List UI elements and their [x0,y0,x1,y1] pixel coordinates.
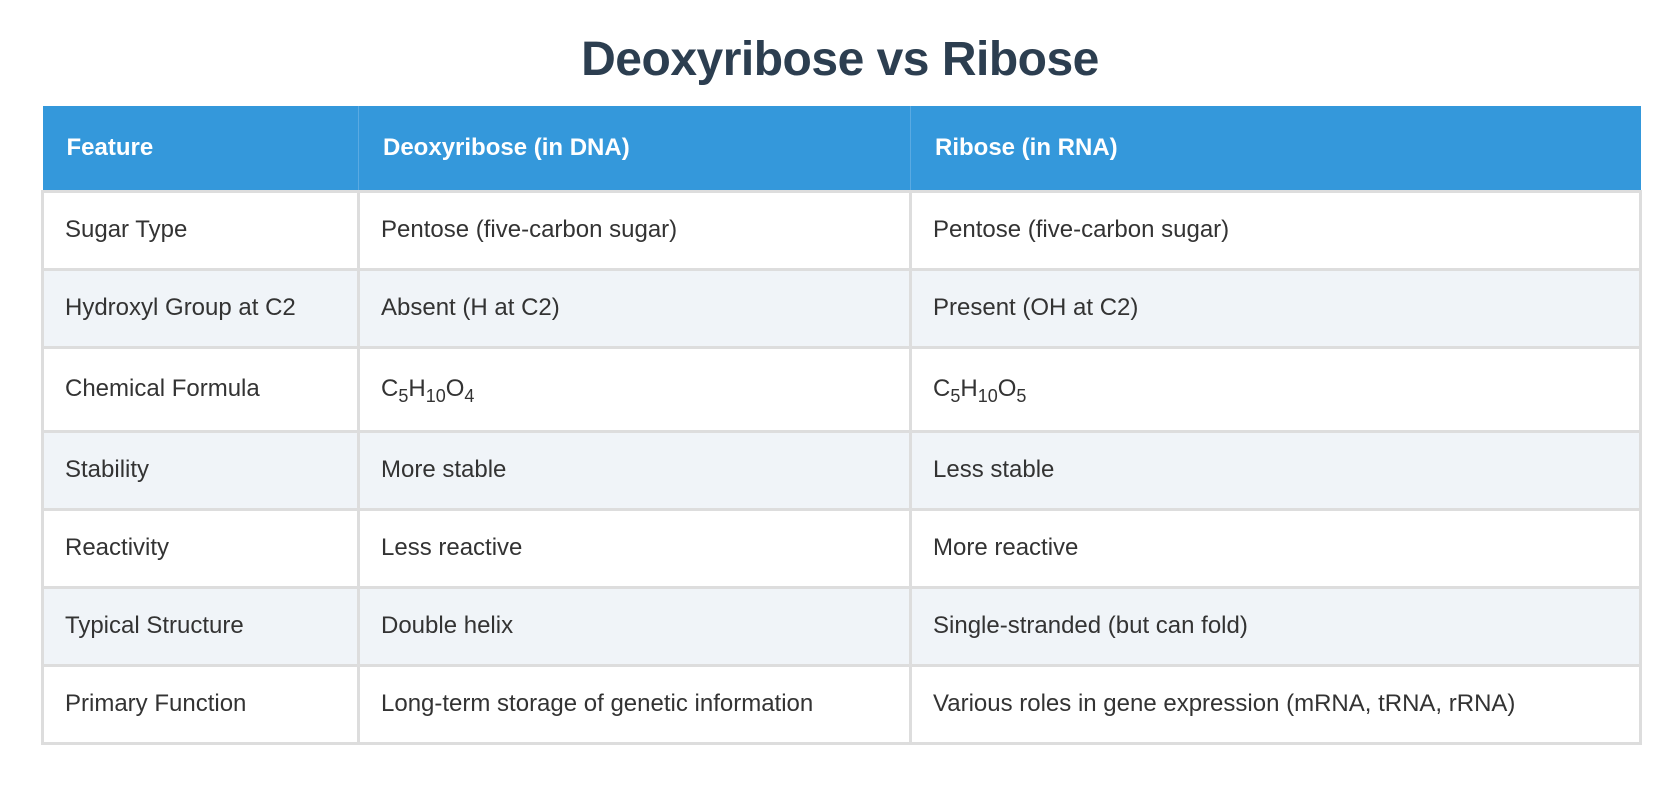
comparison-table: Feature Deoxyribose (in DNA) Ribose (in … [41,106,1642,745]
cell-ribose: Present (OH at C2) [909,267,1642,349]
header-row: Feature Deoxyribose (in DNA) Ribose (in … [42,106,1641,191]
table-row-stability: Stability More stable Less stable [41,429,1642,511]
table-row-chemical-formula: Chemical Formula C5H10O4 C5H10O5 [41,345,1642,433]
cell-feature: Primary Function [41,663,360,745]
cell-ribose: Pentose (five-carbon sugar) [909,189,1642,271]
cell-feature: Sugar Type [41,189,360,271]
table-row-hydroxyl-group: Hydroxyl Group at C2 Absent (H at C2) Pr… [41,267,1642,349]
table-row-sugar-type: Sugar Type Pentose (five-carbon sugar) P… [41,189,1642,271]
subscript: 4 [464,386,475,406]
cell-feature: Reactivity [41,507,360,589]
cell-deoxyribose: Less reactive [357,507,912,589]
table-row-primary-function: Primary Function Long-term storage of ge… [41,663,1642,745]
subscript: 5 [1016,386,1027,406]
subscript: 10 [425,386,446,406]
table-row-typical-structure: Typical Structure Double helix Single-st… [41,585,1642,667]
cell-ribose: More reactive [909,507,1642,589]
cell-deoxyribose: Pentose (five-carbon sugar) [357,189,912,271]
cell-feature: Chemical Formula [41,345,360,433]
table-row-reactivity: Reactivity Less reactive More reactive [41,507,1642,589]
cell-ribose-formula: C5H10O5 [909,345,1642,433]
cell-ribose: Less stable [909,429,1642,511]
cell-feature: Typical Structure [41,585,360,667]
cell-deoxyribose: Long-term storage of genetic information [357,663,912,745]
page-title: Deoxyribose vs Ribose [581,33,1099,86]
cell-deoxyribose: More stable [357,429,912,511]
header-feature: Feature [42,106,359,191]
subscript: 5 [398,386,409,406]
cell-deoxyribose: Absent (H at C2) [357,267,912,349]
cell-ribose: Various roles in gene expression (mRNA, … [909,663,1642,745]
table-body: Sugar Type Pentose (five-carbon sugar) P… [41,189,1642,745]
subscript: 10 [977,386,998,406]
cell-deoxyribose-formula: C5H10O4 [357,345,912,433]
cell-ribose: Single-stranded (but can fold) [909,585,1642,667]
cell-feature: Hydroxyl Group at C2 [41,267,360,349]
cell-feature: Stability [41,429,360,511]
subscript: 5 [950,386,961,406]
header-deoxyribose: Deoxyribose (in DNA) [358,106,911,191]
cell-deoxyribose: Double helix [357,585,912,667]
header-ribose: Ribose (in RNA) [910,106,1641,191]
table-header: Feature Deoxyribose (in DNA) Ribose (in … [42,106,1641,191]
